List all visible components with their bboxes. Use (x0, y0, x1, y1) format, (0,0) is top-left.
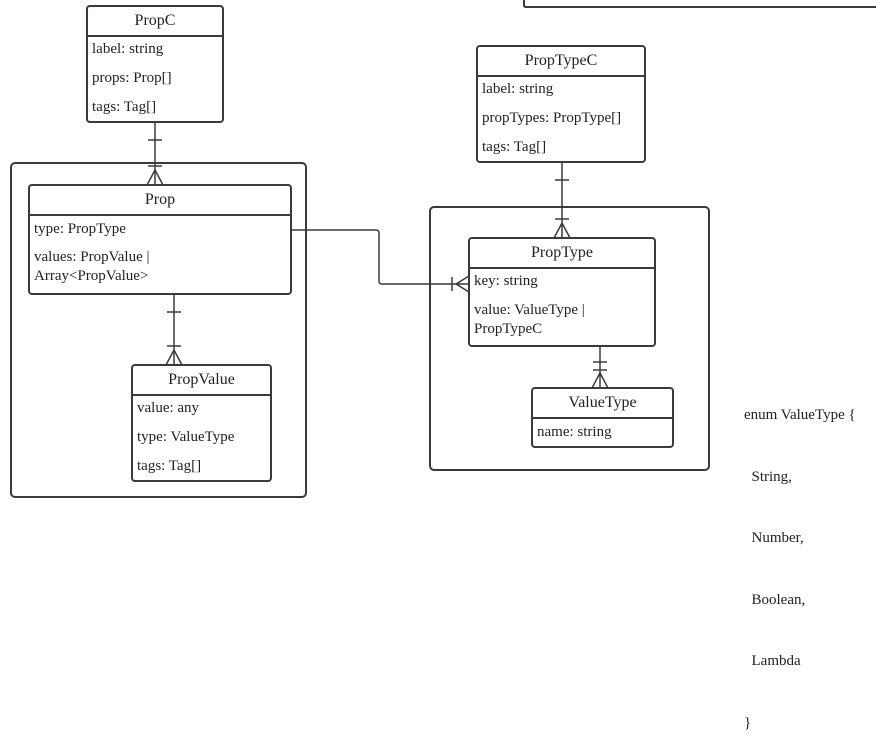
proptype-group-container (429, 206, 710, 471)
enum-line: Lambda (744, 653, 801, 669)
propvalue-title: PropValue (133, 366, 270, 396)
proptypec-attr-tags: tags: Tag[] (482, 139, 547, 155)
relation-prop-propvalue (165, 294, 183, 366)
propc-title: PropC (88, 7, 222, 37)
prop-attr-values-cont: Array<PropValue> (34, 268, 149, 284)
propc-attr-label: label: string (92, 41, 164, 57)
propc-entity: PropC label: string props: Prop[] tags: … (86, 5, 224, 123)
valuetype-entity: ValueType name: string (531, 387, 674, 448)
enum-line: Number, (744, 530, 804, 546)
prop-group-container (10, 162, 307, 498)
proptype-entity: PropType key: string value: ValueType | … (468, 237, 656, 347)
proptype-attr-key: key: string (474, 273, 538, 289)
relation-proptype-valuetype (591, 346, 609, 389)
enum-line: Boolean, (744, 591, 806, 608)
diagram-canvas (10, 0, 876, 498)
propc-attr-tags: tags: Tag[] (92, 99, 157, 115)
proptypec-attr-label: label: string (482, 81, 554, 97)
enum-line: String, (744, 468, 792, 485)
propc-attr-props: props: Prop[] (92, 70, 172, 86)
proptypec-title: PropTypeC (478, 47, 644, 77)
proptype-attr-value: value: ValueType | (474, 302, 585, 318)
relation-propc-prop (146, 122, 164, 186)
valuetype-attr-name: name: string (537, 424, 612, 440)
propvalue-attr-value: value: any (137, 400, 200, 416)
offscreen-box-edge (523, 0, 876, 8)
proptypec-entity: PropTypeC label: string propTypes: PropT… (476, 45, 646, 163)
proptypec-attr-proptypes: propTypes: PropType[] (482, 110, 622, 126)
enum-valuetype-block: enum ValueType { String, Number, Boolean… (744, 364, 856, 754)
prop-title: Prop (30, 186, 290, 216)
relation-prop-proptype (291, 229, 470, 293)
enum-line: enum ValueType { (744, 407, 856, 423)
proptype-attr-value-cont: PropTypeC (474, 321, 543, 337)
prop-attr-type: type: PropType (34, 221, 126, 237)
enum-line: } (744, 714, 752, 731)
prop-attr-values: values: PropValue | (34, 249, 150, 265)
valuetype-title: ValueType (533, 389, 672, 419)
relation-proptypec-proptype (553, 162, 571, 239)
proptype-title: PropType (470, 239, 654, 269)
propvalue-attr-type: type: ValueType (137, 429, 235, 445)
propvalue-attr-tags: tags: Tag[] (137, 458, 202, 474)
prop-entity: Prop type: PropType values: PropValue | … (28, 184, 292, 295)
propvalue-entity: PropValue value: any type: ValueType tag… (131, 364, 272, 482)
